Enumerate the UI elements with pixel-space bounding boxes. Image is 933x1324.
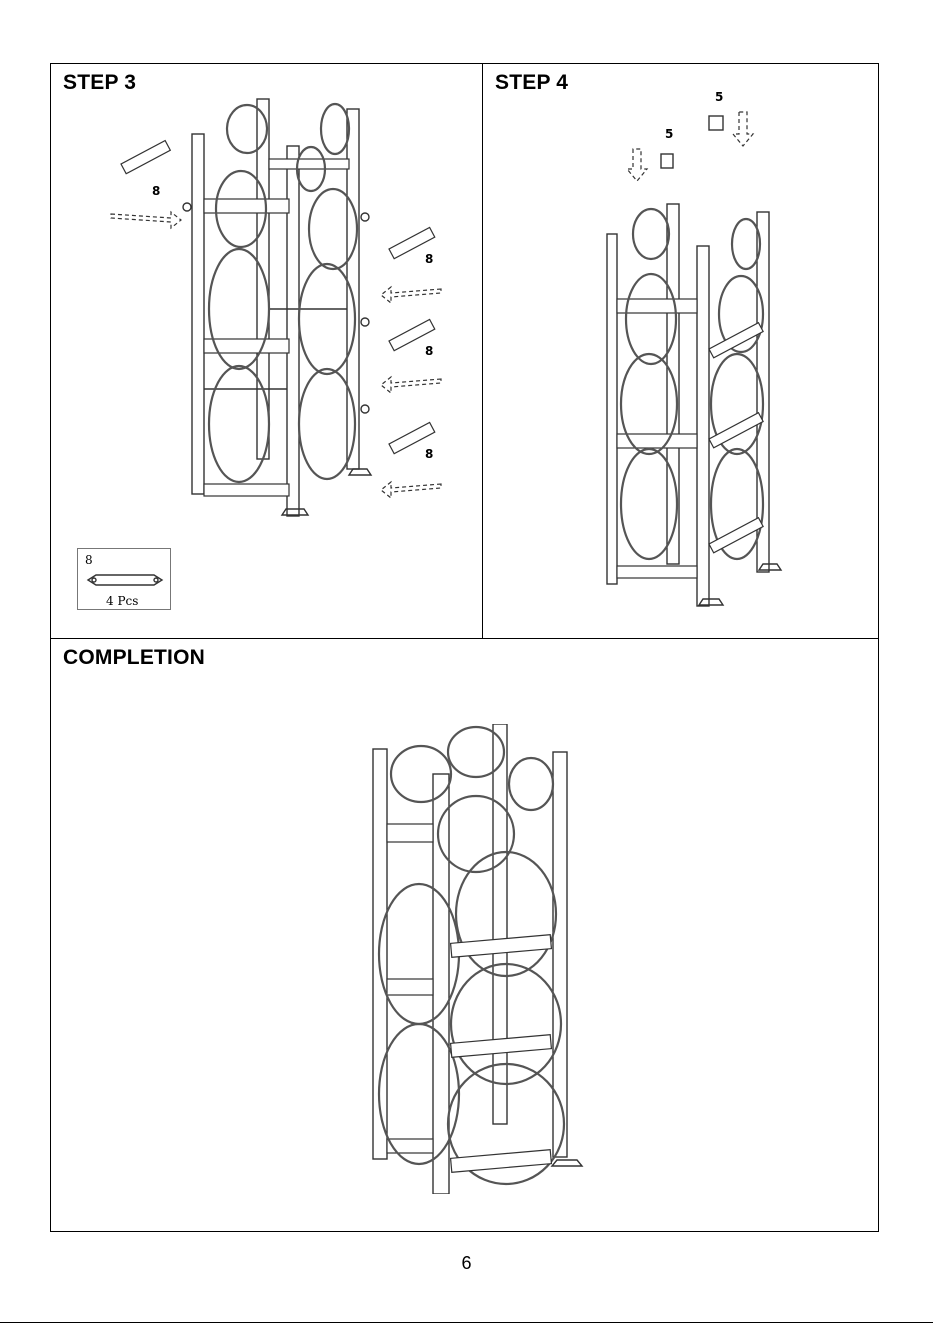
step4-title: STEP 4 bbox=[495, 71, 568, 95]
instruction-frame: STEP 3 bbox=[50, 63, 879, 1232]
step4-part-label: 5 bbox=[715, 90, 723, 104]
legend-quantity: 4 Pcs bbox=[106, 594, 138, 608]
step3-part-label: 8 bbox=[425, 447, 433, 461]
step3-part-label: 8 bbox=[152, 184, 160, 198]
row-divider bbox=[51, 638, 878, 639]
parts-legend: 8 4 Pcs bbox=[77, 548, 171, 610]
step4-rack-drawing bbox=[591, 104, 841, 624]
page-number: 6 bbox=[0, 1253, 933, 1274]
completion-title: COMPLETION bbox=[63, 646, 205, 670]
legend-part-number: 8 bbox=[85, 553, 93, 567]
step3-rack-drawing bbox=[91, 89, 491, 529]
step3-part-label: 8 bbox=[425, 344, 433, 358]
bracket-icon bbox=[86, 571, 166, 589]
footer-rule bbox=[0, 1322, 933, 1323]
completed-rack-drawing bbox=[361, 724, 591, 1194]
step3-part-label: 8 bbox=[425, 252, 433, 266]
